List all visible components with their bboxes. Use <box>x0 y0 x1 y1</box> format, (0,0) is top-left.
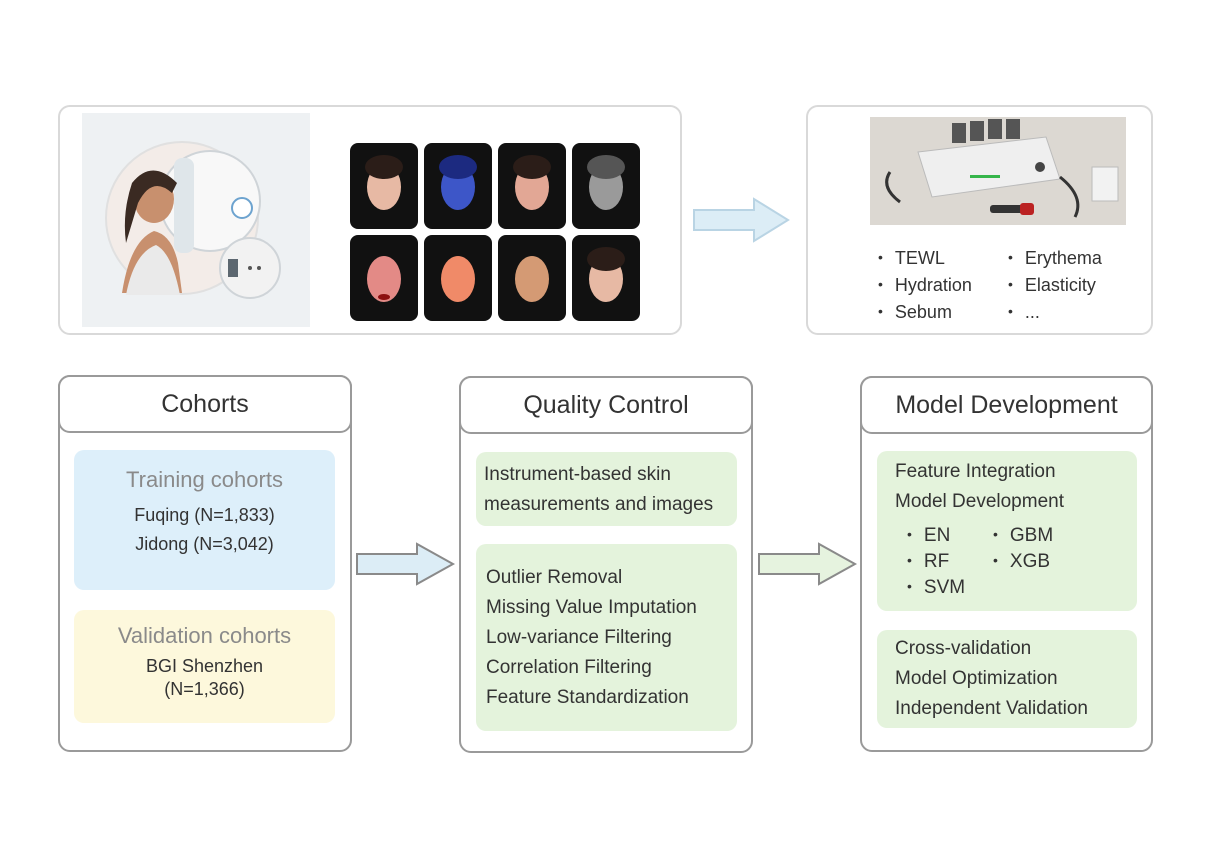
model-step: Model Optimization <box>895 668 1058 689</box>
qc-input-box: Instrument-based skin measurements and i… <box>476 452 737 526</box>
algorithm-item: RF <box>907 549 965 575</box>
quality-control-title: Quality Control <box>459 376 753 434</box>
face-image <box>498 235 566 321</box>
training-cohorts-box: Training cohorts Fuqing (N=1,833) Jidong… <box>74 450 335 590</box>
measurement-instrument-photo <box>870 117 1126 225</box>
validation-cohorts-box: Validation cohorts BGI Shenzhen (N=1,366… <box>74 610 335 723</box>
qc-step: Feature Standardization <box>486 687 689 708</box>
model-step: Model Development <box>895 491 1064 512</box>
algorithm-list-right: GBM XGB <box>993 523 1053 575</box>
validation-cohorts-heading: Validation cohorts <box>117 623 292 648</box>
face-image <box>572 143 640 229</box>
model-development-title: Model Development <box>860 376 1153 434</box>
validation-cohort-item: (N=1,366) <box>164 679 245 699</box>
imaging-panel <box>58 105 682 335</box>
measurement-item: ... <box>1008 299 1102 326</box>
qc-step: Correlation Filtering <box>486 657 652 678</box>
qc-input-line: measurements and images <box>484 494 714 515</box>
qc-step: Low-variance Filtering <box>486 627 672 648</box>
algorithm-item: SVM <box>907 575 965 601</box>
algorithm-item: XGB <box>993 549 1053 575</box>
face-image <box>424 235 492 321</box>
measurement-item: Elasticity <box>1008 272 1102 299</box>
model-validation-box: Cross-validation Model Optimization Inde… <box>877 630 1137 728</box>
qc-input-line: Instrument-based skin <box>484 464 671 485</box>
measurement-list-right: Erythema Elasticity ... <box>1008 245 1102 326</box>
cohorts-title: Cohorts <box>58 375 352 433</box>
validation-cohort-item: BGI Shenzhen <box>145 656 264 676</box>
measurement-item: Erythema <box>1008 245 1102 272</box>
algorithm-item: EN <box>907 523 965 549</box>
algorithm-item: GBM <box>993 523 1053 549</box>
face-image <box>424 143 492 229</box>
qc-step: Missing Value Imputation <box>486 597 697 618</box>
training-cohorts-heading: Training cohorts <box>126 467 283 492</box>
arrow-right-icon <box>356 542 456 586</box>
model-step: Cross-validation <box>895 638 1032 659</box>
measurement-item: Hydration <box>878 272 972 299</box>
measurement-panel: TEWL Hydration Sebum Erythema Elasticity… <box>806 105 1153 335</box>
measurement-list-left: TEWL Hydration Sebum <box>878 245 972 326</box>
arrow-right-icon <box>758 542 858 586</box>
arrow-right-icon <box>693 197 790 243</box>
face-image <box>350 143 418 229</box>
model-integration-box: Feature Integration Model Development EN… <box>877 451 1137 611</box>
training-cohort-item: Fuqing (N=1,833) <box>134 505 275 525</box>
imaging-device-photo <box>82 113 310 327</box>
qc-step: Outlier Removal <box>486 567 623 588</box>
face-image <box>572 235 640 321</box>
model-step: Independent Validation <box>895 698 1088 719</box>
measurement-item: TEWL <box>878 245 972 272</box>
model-step: Feature Integration <box>895 461 1056 482</box>
training-cohort-item: Jidong (N=3,042) <box>135 534 274 554</box>
face-image <box>498 143 566 229</box>
algorithm-list-left: EN RF SVM <box>907 523 965 601</box>
face-image <box>350 235 418 321</box>
measurement-item: Sebum <box>878 299 972 326</box>
qc-steps-box: Outlier Removal Missing Value Imputation… <box>476 544 737 731</box>
